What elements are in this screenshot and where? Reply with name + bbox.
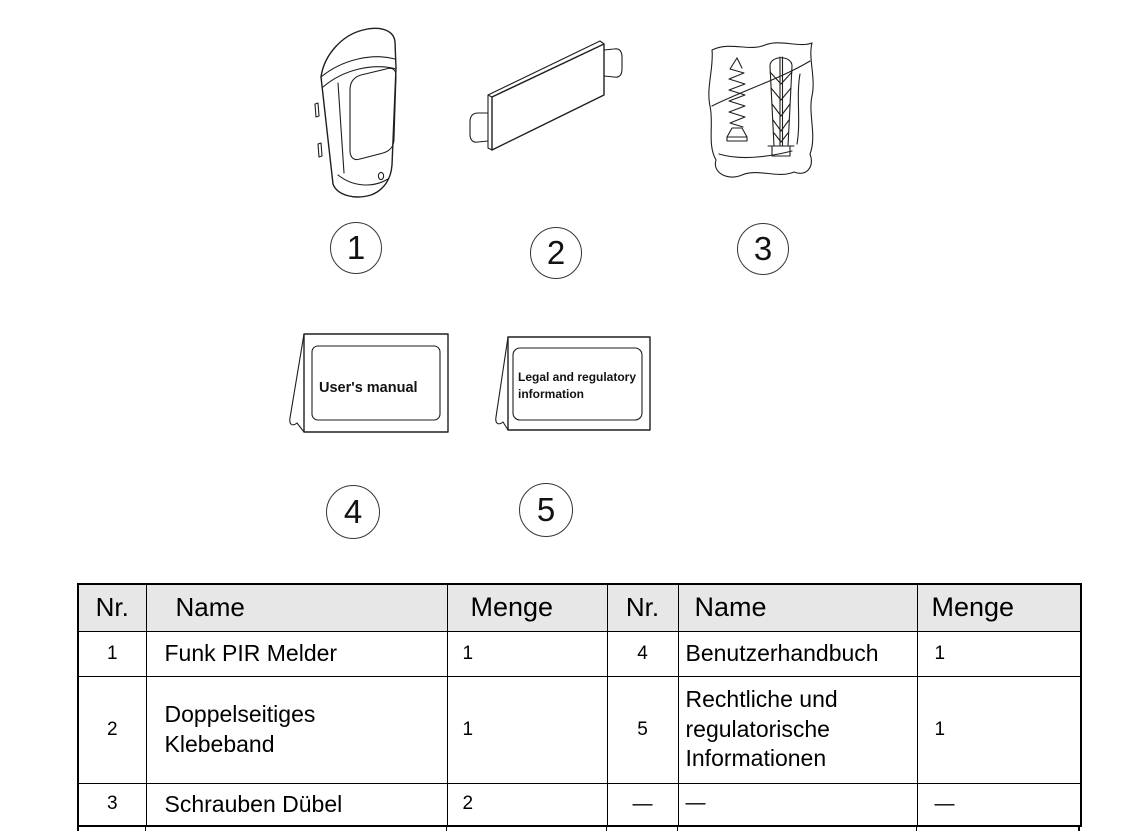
package-contents-table: Nr. Name Menge Nr. Name Menge 1 Funk PIR… (77, 583, 1082, 827)
figure-number-badge-5: 5 (519, 483, 573, 537)
table-row: 2 Doppelseitiges Klebeband 1 5 Rechtlich… (77, 675, 1082, 784)
cell-nr: 3 (77, 782, 147, 827)
cell-menge: — (916, 782, 1082, 827)
legal-title-line2: information (518, 387, 584, 401)
header-nr-right: Nr. (606, 583, 679, 632)
legal-info-illustration: Legal and regulatory information (495, 336, 651, 431)
header-nr-left: Nr. (77, 583, 147, 632)
cell-nr: 1 (77, 630, 147, 677)
cell-menge: 1 (446, 630, 608, 677)
cell-name: Rechtliche und regulatorische Informatio… (677, 675, 918, 784)
users-manual-illustration: User's manual (289, 333, 449, 433)
table-cutoff-stub (916, 825, 917, 831)
cell-nr: — (606, 782, 679, 827)
figure-number-1: 1 (346, 229, 366, 266)
legal-title-line1: Legal and regulatory (518, 370, 636, 384)
table-row: 3 Schrauben Dübel 2 — — — (77, 782, 1082, 827)
figure-number-badge-2: 2 (530, 227, 582, 279)
table-cutoff-stub (446, 825, 447, 831)
figure-number-badge-1: 1 (330, 222, 382, 274)
table-cutoff-stub (77, 825, 79, 831)
cell-name: Benutzerhandbuch (677, 630, 918, 677)
cell-nr: 5 (606, 675, 679, 784)
table-header-row: Nr. Name Menge Nr. Name Menge (77, 583, 1082, 632)
table-cutoff-stub (145, 825, 146, 831)
figure-number-3: 3 (753, 230, 773, 267)
figure-number-2: 2 (546, 234, 566, 271)
adhesive-tape-illustration (469, 40, 623, 151)
table-cutoff-stub (606, 825, 607, 831)
table-row: 1 Funk PIR Melder 1 4 Benutzerhandbuch 1 (77, 630, 1082, 677)
cell-name: Funk PIR Melder (145, 630, 448, 677)
screw-icon (726, 57, 748, 142)
manual-title-text: User's manual (319, 380, 418, 396)
side-tab-icon (317, 142, 323, 158)
pir-sensor-illustration (314, 27, 397, 198)
cell-menge: 1 (916, 675, 1082, 784)
side-tab-icon (314, 102, 320, 118)
cell-menge: 1 (446, 675, 608, 784)
figure-number-4: 4 (343, 493, 363, 530)
cell-name: Schrauben Dübel (145, 782, 448, 827)
figure-number-badge-4: 4 (326, 485, 380, 539)
cell-menge: 2 (446, 782, 608, 827)
header-name-left: Name (145, 583, 448, 632)
cell-name: Doppelseitiges Klebeband (145, 675, 448, 784)
header-menge-right: Menge (916, 583, 1082, 632)
header-menge-left: Menge (446, 583, 608, 632)
table-cutoff-stub (677, 825, 678, 831)
screw-anchor-bag-illustration (708, 42, 814, 178)
cell-menge: 1 (916, 630, 1082, 677)
cell-nr: 2 (77, 675, 147, 784)
cell-nr: 4 (606, 630, 679, 677)
cell-name: — (677, 782, 918, 827)
header-name-right: Name (677, 583, 918, 632)
wall-plug-icon (767, 56, 795, 157)
table-cutoff-stub (1078, 825, 1080, 831)
figure-number-badge-3: 3 (737, 223, 789, 275)
figure-number-5: 5 (536, 491, 556, 528)
